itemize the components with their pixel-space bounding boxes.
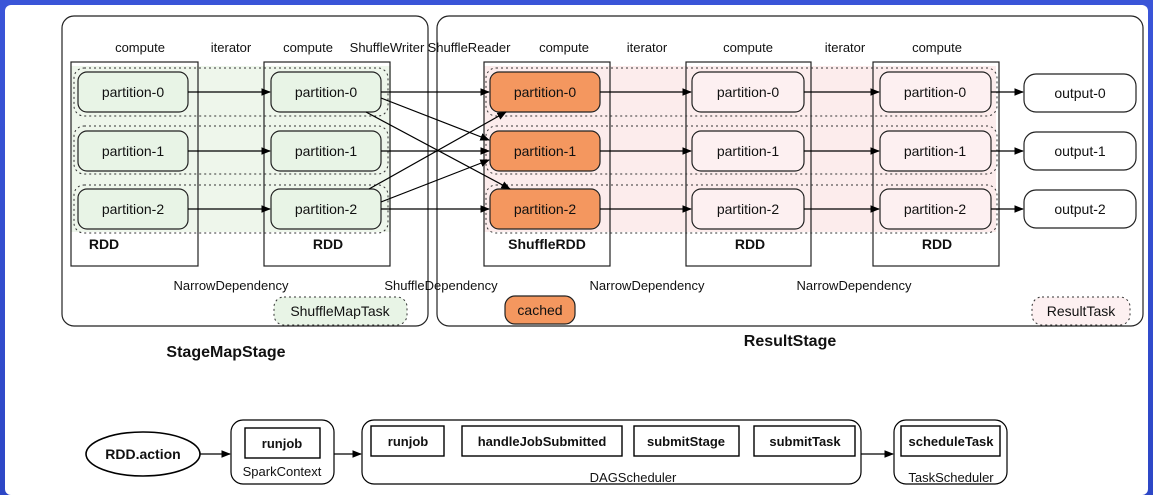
result-rdd2-partitions: partition-0 partition-1 partition-2 — [691, 71, 805, 230]
output-1: output-1 — [1054, 143, 1106, 159]
shuffle-rdd-label: ShuffleRDD — [508, 236, 586, 252]
task-scheduler-step-box — [900, 425, 1001, 457]
dag-step-runjob: runjob — [388, 434, 428, 449]
result-rdd3-partitions: partition-0 partition-1 partition-2 — [879, 71, 992, 230]
r-rdd2-partition-0: partition-0 — [717, 84, 779, 100]
dag-step-submit-stage-box — [633, 425, 740, 457]
rdd-4-frame — [872, 61, 1000, 267]
left-col-label-compute-1: compute — [115, 40, 165, 55]
dag-step-handle-box — [461, 425, 623, 457]
task-scheduler-label: TaskScheduler — [908, 470, 994, 485]
shuffle-rdd-partitions: partition-0 partition-1 partition-2 — [489, 71, 601, 230]
shuffle-partition-1: partition-1 — [514, 143, 576, 159]
right-col-label-iterator-1: iterator — [627, 40, 668, 55]
rdd2-partition-1: partition-1 — [295, 143, 357, 159]
r-rdd2-partition-1: partition-1 — [717, 143, 779, 159]
output-0: output-0 — [1054, 85, 1106, 101]
dag-step-submit-task-box — [753, 425, 856, 457]
shuffle-map-task-label: ShuffleMapTask — [290, 303, 390, 319]
left-narrow-dependency: NarrowDependency — [174, 278, 289, 293]
rdd2-partition-2: partition-2 — [295, 201, 357, 217]
output-2: output-2 — [1054, 201, 1106, 217]
left-col-label-shufflewriter: ShuffleWriter — [350, 40, 425, 55]
edge-shuffle-0-1 — [380, 97, 490, 141]
shuffle-partition-0: partition-0 — [514, 84, 576, 100]
right-col-label-compute-1: compute — [539, 40, 589, 55]
result-task-label: ResultTask — [1047, 303, 1116, 319]
right-col-label-iterator-2: iterator — [825, 40, 866, 55]
right-col-label-shufflereader: ShuffleReader — [428, 40, 512, 55]
rdd2-partition-0: partition-0 — [295, 84, 357, 100]
rdd-2-label: RDD — [313, 236, 343, 252]
r-rdd2-partition-2: partition-2 — [717, 201, 779, 217]
output-2-box — [1023, 189, 1137, 229]
r-rdd3-partition-0: partition-0 — [904, 84, 966, 100]
right-col-label-compute-3: compute — [912, 40, 962, 55]
result-stage-frame — [436, 15, 1144, 327]
dag-step-submit-task: submitTask — [769, 434, 841, 449]
dag-step-submit-stage: submitStage — [647, 434, 725, 449]
dag-step-runjob-box — [370, 425, 445, 457]
rdd-1-label: RDD — [89, 236, 119, 252]
spark-context-runjob-box — [244, 427, 321, 459]
rdd-action-label: RDD.action — [105, 446, 180, 462]
left-col-label-compute-2: compute — [283, 40, 333, 55]
rdd1-partition-1: partition-1 — [102, 143, 164, 159]
right-narrow-dependency-1: NarrowDependency — [590, 278, 705, 293]
shuffle-map-task-box — [273, 296, 408, 326]
r-rdd3-partition-2: partition-2 — [904, 201, 966, 217]
cached-badge: cached — [517, 302, 562, 318]
rdd-3-frame — [685, 61, 812, 267]
spark-context-label: SparkContext — [243, 464, 322, 479]
edge-shuffle-2-1 — [380, 159, 490, 203]
left-col-label-iterator: iterator — [211, 40, 252, 55]
task-scheduler-schedule-task: scheduleTask — [908, 434, 994, 449]
shuffle-partition-2: partition-2 — [514, 201, 576, 217]
shuffle-dependency: ShuffleDependency — [384, 278, 498, 293]
left-rdd2-partitions: partition-0 partition-1 partition-2 — [270, 71, 382, 230]
output-1-box — [1023, 131, 1137, 171]
row-band-2-left — [73, 184, 389, 234]
rdd-2-frame — [263, 61, 391, 267]
rdd-4-label: RDD — [922, 236, 952, 252]
dag-scheduler-label: DAGScheduler — [590, 470, 677, 485]
rdd1-partition-2: partition-2 — [102, 201, 164, 217]
row-band-1-left — [73, 125, 389, 175]
rdd-1-frame — [70, 61, 199, 267]
right-col-label-compute-2: compute — [723, 40, 773, 55]
watermark: @稀土掘金技术社区 — [1020, 470, 1146, 486]
output-0-box — [1023, 73, 1137, 113]
spark-context-runjob: runjob — [262, 436, 302, 451]
cached-badge-box — [504, 295, 576, 325]
rdd-3-label: RDD — [735, 236, 765, 252]
edges — [188, 88, 1024, 213]
r-rdd3-partition-1: partition-1 — [904, 143, 966, 159]
edge-shuffle-2-0 — [368, 111, 507, 190]
left-stage-title: StageMapStage — [166, 344, 285, 361]
rdd1-partition-0: partition-0 — [102, 84, 164, 100]
right-narrow-dependency-2: NarrowDependency — [797, 278, 912, 293]
dag-step-handle-job-submitted: handleJobSubmitted — [478, 434, 607, 449]
row-band-0-left — [73, 67, 389, 117]
left-rdd1-partitions: partition-0 partition-1 partition-2 — [77, 71, 189, 230]
outputs: output-0 output-1 output-2 — [1023, 73, 1137, 229]
right-stage-title: ResultStage — [744, 333, 837, 350]
shuffle-map-stage-frame — [61, 15, 429, 327]
result-task-box — [1031, 296, 1131, 326]
